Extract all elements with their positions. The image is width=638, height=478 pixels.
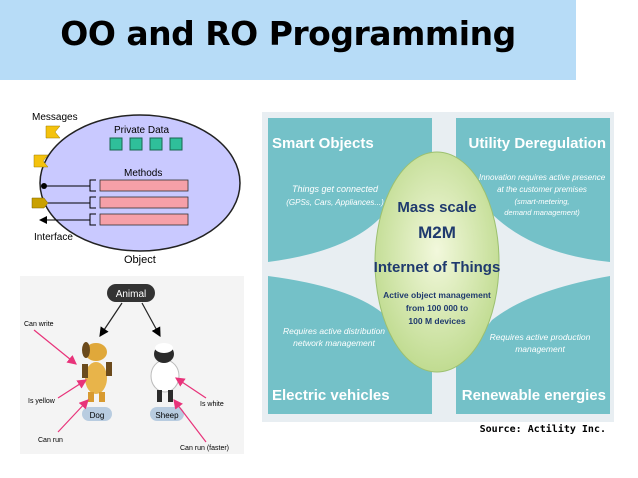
dog-label: Dog [90, 411, 105, 420]
center-iot: Internet of Things [374, 259, 501, 276]
dog-label-pill [82, 407, 112, 421]
message-icon [33, 154, 49, 168]
innovation-text: demand management) [504, 208, 580, 217]
methods-label: Methods [124, 168, 162, 179]
method-bar [99, 213, 189, 226]
center-mass-scale: Mass scale [397, 199, 476, 216]
inherit-arrow [141, 302, 161, 338]
attribute-arrow [57, 379, 88, 399]
message-icon [45, 125, 61, 139]
source-credit: Source: Actility Inc. [480, 423, 606, 435]
things-connected-text: Things get connected [292, 184, 379, 194]
object-diagram: Messages Private Data Methods Interface … [31, 112, 241, 266]
private-data-box [169, 137, 183, 151]
animal-diagram: Animal Dog Sheep Can write Is yellow [20, 276, 244, 454]
object-label: Object [124, 254, 156, 266]
innovation-text: at the customer premises [497, 185, 587, 194]
quadrant-electric-vehicles [268, 276, 432, 414]
messages-label: Messages [32, 112, 78, 123]
iot-diagram: Smart Objects Utility Deregulation Elect… [262, 112, 614, 435]
private-data-label: Private Data [114, 125, 169, 136]
utility-deregulation-title: Utility Deregulation [468, 135, 606, 152]
inherit-arrow [99, 302, 123, 337]
quadrant-smart-objects [268, 118, 432, 262]
attribute-arrow [33, 329, 77, 365]
can-run-label: Can run [38, 437, 63, 444]
slide-title: OO and RO Programming [60, 14, 516, 53]
iot-center-ellipse [374, 151, 500, 373]
center-range-from: from 100 000 to [406, 303, 468, 313]
smart-objects-title: Smart Objects [272, 135, 374, 152]
attribute-arrow [175, 377, 207, 399]
method-bar [99, 196, 189, 209]
distribution-text: network management [293, 338, 375, 348]
sheep-icon [150, 343, 180, 402]
private-data-box [149, 137, 163, 151]
dog-icon [82, 342, 112, 402]
innovation-text: Innovation requires active presence [479, 173, 606, 182]
method-bar [99, 179, 189, 192]
animal-root-node [107, 284, 155, 302]
message-icon [31, 197, 49, 209]
things-connected-text: (GPSs, Cars, Appliances...) [286, 198, 384, 207]
attribute-arrow [57, 399, 89, 433]
center-m2m: M2M [418, 223, 456, 242]
center-range-to: 100 M devices [408, 316, 465, 326]
electric-vehicles-title: Electric vehicles [272, 387, 390, 404]
renewable-energies-title: Renewable energies [462, 387, 606, 404]
production-text: Requires active production [490, 332, 591, 342]
sheep-label: Sheep [155, 411, 179, 420]
distribution-text: Requires active distribution [283, 326, 385, 336]
quadrant-utility-deregulation [456, 118, 610, 262]
attribute-arrow [173, 399, 207, 443]
sheep-label-pill [150, 407, 184, 421]
private-data-box [109, 137, 123, 151]
animal-panel [20, 276, 244, 454]
animal-root-label: Animal [116, 289, 147, 300]
innovation-text: (smart-metering, [514, 197, 569, 206]
can-write-label: Can write [24, 321, 54, 328]
interface-label: Interface [34, 232, 73, 243]
is-white-label: Is white [200, 401, 224, 408]
is-yellow-label: Is yellow [28, 398, 56, 405]
can-run-faster-label: Can run (faster) [180, 445, 229, 452]
private-data-box [129, 137, 143, 151]
center-active-management: Active object management [383, 290, 491, 300]
quadrant-renewable-energies [456, 276, 610, 414]
production-text: management [515, 344, 565, 354]
title-bar [0, 0, 576, 80]
